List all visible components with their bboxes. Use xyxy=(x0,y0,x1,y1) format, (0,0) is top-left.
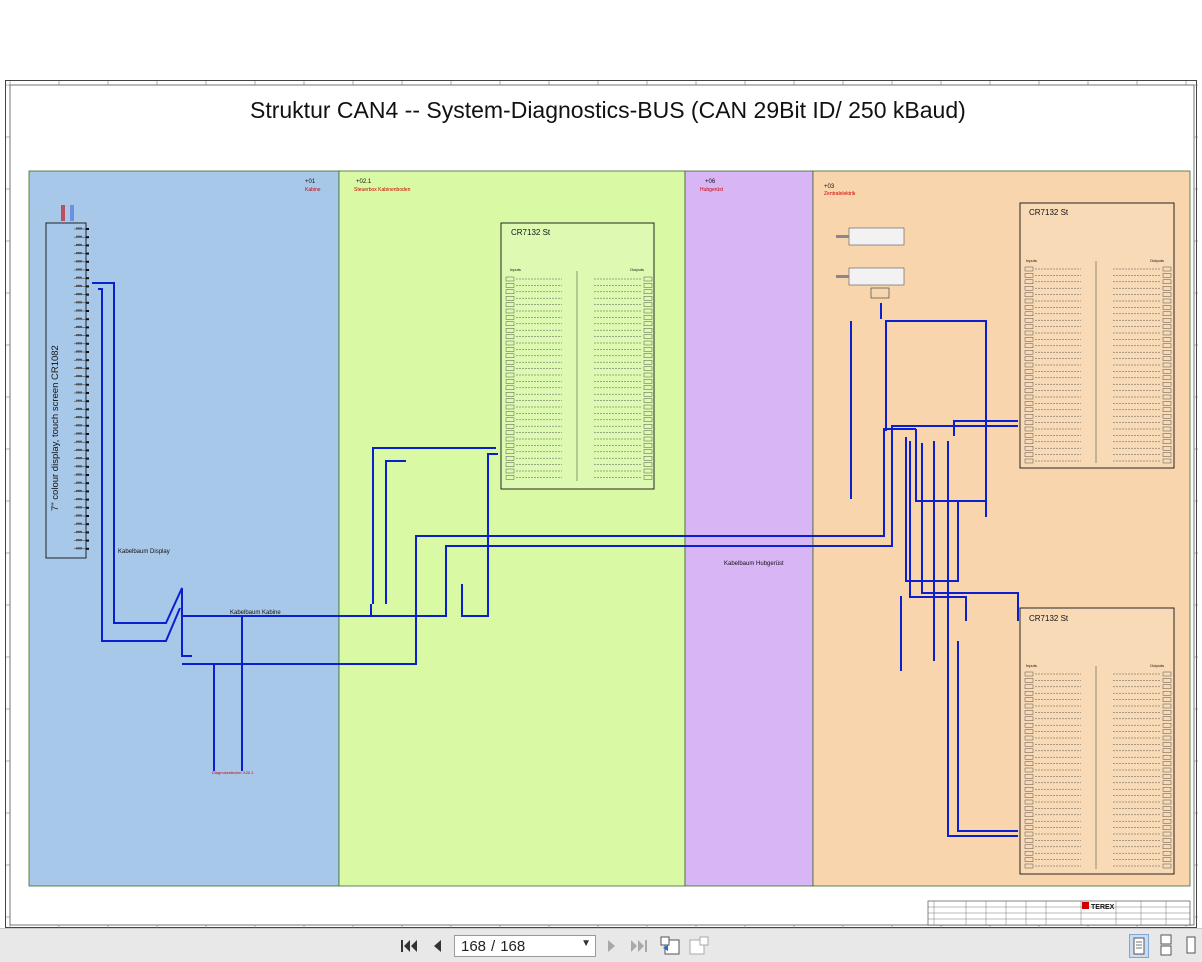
previous-page-button[interactable] xyxy=(426,935,448,957)
controller-3: CR7132 St Inputs Outputs xyxy=(1019,607,1175,875)
controller-2-name: CR7132 St xyxy=(1029,208,1069,217)
chevron-down-icon: ▼ xyxy=(581,938,591,949)
facing-page-icon xyxy=(1186,936,1196,954)
continuous-view-button[interactable] xyxy=(1157,934,1177,958)
display-label: 7" colour display, touch screen CR1082 xyxy=(50,345,61,511)
harness-label-display: Kabelbaum Display xyxy=(118,549,170,555)
zone-steuerbox xyxy=(338,170,686,887)
controller-2: CR7132 St Inputs Outputs xyxy=(1019,202,1175,469)
diagram-title: Struktur CAN4 -- System-Diagnostics-BUS … xyxy=(250,97,966,123)
title-block: TEREX xyxy=(927,900,1191,926)
controller-3-name: CR7132 St xyxy=(1029,614,1069,623)
continuous-page-icon xyxy=(1160,934,1172,956)
zone-name-zentralelektrik: Zentralelektrik xyxy=(824,191,856,197)
harness-label-hubgeruest: Kabelbaum Hubgerüst xyxy=(724,561,784,567)
zone-code-steuerbox: +02.1 xyxy=(356,179,372,185)
zone-kabine xyxy=(28,170,340,887)
zone-name-kabine: Kabine xyxy=(305,187,321,193)
display-unit: 7" colour display, touch screen CR1082 xyxy=(45,205,89,559)
zone-hubgeruest xyxy=(684,170,814,887)
viewer-top-area xyxy=(0,0,1202,80)
page-separator: / xyxy=(491,937,496,955)
single-page-icon xyxy=(1133,937,1145,955)
can-bus-wiring xyxy=(92,282,1019,837)
zone-zentralelektrik xyxy=(812,170,1191,887)
pdf-toolbar: 168 / 168 ▼ xyxy=(0,928,1202,962)
svg-text:Inputs: Inputs xyxy=(1026,663,1037,668)
bluetooth-modules xyxy=(836,227,905,299)
svg-text:Inputs: Inputs xyxy=(510,267,521,272)
previous-page-icon xyxy=(434,940,441,952)
svg-text:Outputs: Outputs xyxy=(630,267,644,272)
zone-name-steuerbox: Steuerbox Kabinenboden xyxy=(354,187,411,193)
schematic-sheet: Struktur CAN4 -- System-Diagnostics-BUS … xyxy=(5,80,1198,929)
harness-label-kabine: Kabelbaum Kabine xyxy=(230,610,281,616)
next-page-button[interactable] xyxy=(601,935,623,957)
drawing-frame xyxy=(9,84,1195,926)
last-page-button[interactable] xyxy=(628,935,650,957)
zone-name-hubgeruest: Hubgerüst xyxy=(700,187,724,193)
last-page-icon xyxy=(631,940,647,952)
facing-view-button[interactable] xyxy=(1184,934,1200,958)
go-back-view-icon xyxy=(660,936,680,955)
display-pins xyxy=(74,227,89,550)
can4-diagram: Struktur CAN4 -- System-Diagnostics-BUS … xyxy=(6,81,1198,929)
total-pages: 168 xyxy=(500,937,526,955)
svg-text:Outputs: Outputs xyxy=(1150,258,1164,263)
svg-text:Inputs: Inputs xyxy=(1026,258,1037,263)
zone-code-zentralelektrik: +03 xyxy=(824,184,835,190)
first-page-icon xyxy=(401,940,417,952)
controller-1: CR7132 St Inputs Outputs xyxy=(500,222,655,490)
current-page: 168 xyxy=(461,937,487,955)
diag-connector-label: Diagnosestecker X20.1 xyxy=(212,770,254,775)
controller-1-name: CR7132 St xyxy=(511,228,551,237)
controller-1-io-rows xyxy=(505,271,653,481)
zone-code-hubgeruest: +06 xyxy=(705,179,716,185)
go-forward-view-button[interactable] xyxy=(688,935,710,957)
controller-3-io-rows xyxy=(1024,666,1172,869)
zone-code-kabine: +01 xyxy=(305,179,316,185)
titleblock-brand: TEREX xyxy=(1091,904,1115,911)
single-page-view-button[interactable] xyxy=(1129,934,1149,958)
next-page-icon xyxy=(608,940,615,952)
go-forward-view-icon xyxy=(689,936,709,955)
first-page-button[interactable] xyxy=(398,935,420,957)
svg-text:Outputs: Outputs xyxy=(1150,663,1164,668)
controller-2-io-rows xyxy=(1024,261,1172,464)
go-back-view-button[interactable] xyxy=(659,935,681,957)
page-number-field[interactable]: 168 / 168 ▼ xyxy=(454,935,596,957)
